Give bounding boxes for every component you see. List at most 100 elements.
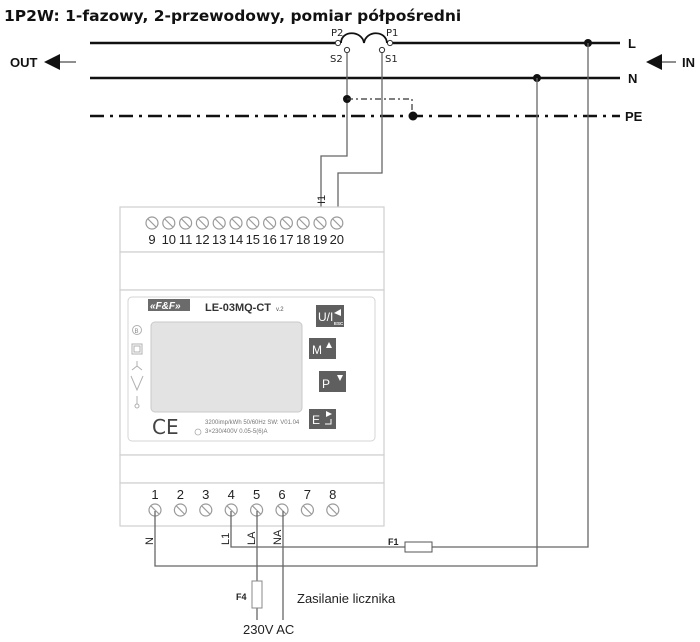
ct-coil-icon [340,32,388,44]
bottom-wiring: N F1 L1 LA NA F4 Zasilanie licznika 230V… [144,43,589,637]
terminal-number: 5 [253,487,260,502]
terminal-screw-10 [162,216,176,230]
bus-pe: PE [90,109,643,124]
diagram-title: 1P2W: 1-fazowy, 2-przewodowy, pomiar pół… [4,7,461,25]
supply-caption: Zasilanie licznika [297,591,396,606]
terminal-number: 4 [228,487,235,502]
terminal-number: 13 [212,232,226,247]
terminal-screw-2 [173,503,187,517]
button-ui-esc[interactable]: U/I ESC [316,305,344,327]
wire-la-label: LA [246,531,258,545]
spec-line-1: 3200imp/kWh 50/60Hz SW: V01.04 [205,420,300,426]
in-indicator: IN [646,54,695,70]
button-e-enter[interactable]: E [309,409,336,429]
terminal-number: 9 [148,232,155,247]
voltage-caption: 230V AC [243,622,294,637]
ct-p1-label: P1 [386,28,398,39]
terminal-screw-16 [263,216,277,230]
bus-l: L [90,36,636,51]
terminal-screw-8 [326,503,340,517]
bus-n: N [90,71,637,86]
double-insulation-icon [131,343,143,355]
svg-text:B: B [135,329,139,335]
left-arrow-icon [334,309,341,316]
current-transformer: P2 P1 S2 S1 [330,28,398,65]
terminal-number: 16 [262,232,276,247]
wire-n-label: N [144,537,156,545]
terminal-screw-3 [199,503,213,517]
bus-pe-label: PE [625,109,643,124]
terminal-screw-14 [229,216,243,230]
bottom-terminal-strip: 1 2 3 4 5 6 7 8 [148,487,340,517]
fuse-f1-label: F1 [388,537,399,547]
terminal-screw-9 [145,216,159,230]
model-version: v.2 [276,307,284,313]
delta-connection-icon [130,375,144,392]
fuse-f1 [404,541,433,553]
terminal-screw-4 [224,503,238,517]
terminal-number: 3 [202,487,209,502]
terminal-screw-17 [279,216,293,230]
up-arrow-icon [326,342,332,348]
ct-s2-label: S2 [330,54,343,65]
terminal-number: 7 [304,487,311,502]
down-arrow-icon [337,375,343,381]
spec-line-2: 3×230/400V 0.05-5(6)A [205,429,268,435]
terminal-number: 2 [177,487,184,502]
terminal-number: 10 [162,232,176,247]
brand-logo: «F&F» [148,299,190,312]
terminal-screw-12 [195,216,209,230]
wire-l1-label: L1 [220,533,232,545]
bus-n-label: N [628,71,637,86]
ct-s1-label: S1 [385,54,398,65]
terminal-number: 14 [229,232,243,247]
in-label: IN [682,55,695,70]
in-arrow-icon [646,54,662,70]
terminal-number: 18 [296,232,310,247]
terminal-screw-5 [250,503,264,517]
fuse-f4-label: F4 [236,592,247,602]
ct-secondary-wires: I1 [316,53,383,208]
svg-text:P: P [322,377,330,391]
terminal-number: 1 [151,487,158,502]
terminal-screw-19 [313,216,327,230]
svg-text:ESC: ESC [334,321,344,326]
wire-i1-label: I1 [316,195,328,204]
terminal-number: 6 [278,487,285,502]
model-name: LE-03MQ-CT [205,302,271,314]
terminal-number: 12 [195,232,209,247]
terminal-screw-20 [330,216,344,230]
terminal-number: 19 [313,232,327,247]
terminal-screw-13 [212,216,226,230]
terminal-screw-11 [179,216,193,230]
lcd-display [150,321,303,413]
svg-text:«F&F»: «F&F» [150,301,181,312]
button-p-down[interactable]: P [319,371,346,392]
side-symbols: B [130,325,144,409]
out-label: OUT [10,55,38,70]
ce-mark: CE [152,415,179,439]
bus-l-label: L [628,36,636,51]
led-indicator [194,428,202,436]
terminal-screw-7 [300,503,314,517]
enter-icon [326,411,332,417]
fuse-f4 [251,580,263,609]
svg-text:E: E [312,413,320,427]
ct-earthing [343,95,418,121]
terminal-number: 11 [179,232,193,247]
svg-text:U/I: U/I [318,310,333,324]
terminal-screw-6 [275,503,289,517]
terminal-number: 20 [330,232,344,247]
energy-meter: «F&F» LE-03MQ-CT v.2 B CE 3200imp/kWh 50… [119,206,385,527]
class-b-icon [132,325,142,335]
out-indicator: OUT [10,54,76,70]
terminal-screw-18 [296,216,310,230]
wire-na-label: NA [272,529,284,545]
ct-p2-label: P2 [331,28,343,39]
terminal-number: 8 [329,487,336,502]
button-m-up[interactable]: M [309,338,336,359]
out-arrow-icon [44,54,60,70]
terminal-number: 15 [246,232,260,247]
